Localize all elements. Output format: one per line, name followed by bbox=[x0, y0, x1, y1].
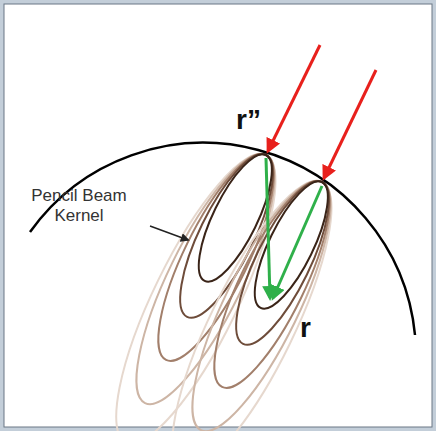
kernel-ellipse bbox=[219, 170, 346, 355]
point-label: r” bbox=[236, 104, 261, 136]
body-surface bbox=[30, 143, 415, 335]
kernel-ellipse bbox=[241, 172, 342, 317]
kernel-ellipse bbox=[193, 168, 350, 401]
beam-arrow bbox=[324, 70, 376, 178]
beam-arrow bbox=[268, 45, 320, 151]
vector-arrow bbox=[273, 186, 322, 298]
kernel-ellipse bbox=[168, 166, 356, 431]
leader-arrow bbox=[150, 226, 188, 240]
kernel-ellipse bbox=[112, 139, 300, 420]
vector-arrow bbox=[266, 158, 270, 298]
kernel-label: Pencil Beam Kernel bbox=[14, 186, 144, 226]
kernel-ellipses bbox=[88, 137, 360, 431]
point-label: r bbox=[300, 312, 311, 344]
kernel-ellipse bbox=[137, 141, 294, 374]
frame bbox=[4, 4, 432, 427]
kernel-ellipse bbox=[88, 137, 304, 431]
kernel-ellipse bbox=[144, 164, 360, 431]
